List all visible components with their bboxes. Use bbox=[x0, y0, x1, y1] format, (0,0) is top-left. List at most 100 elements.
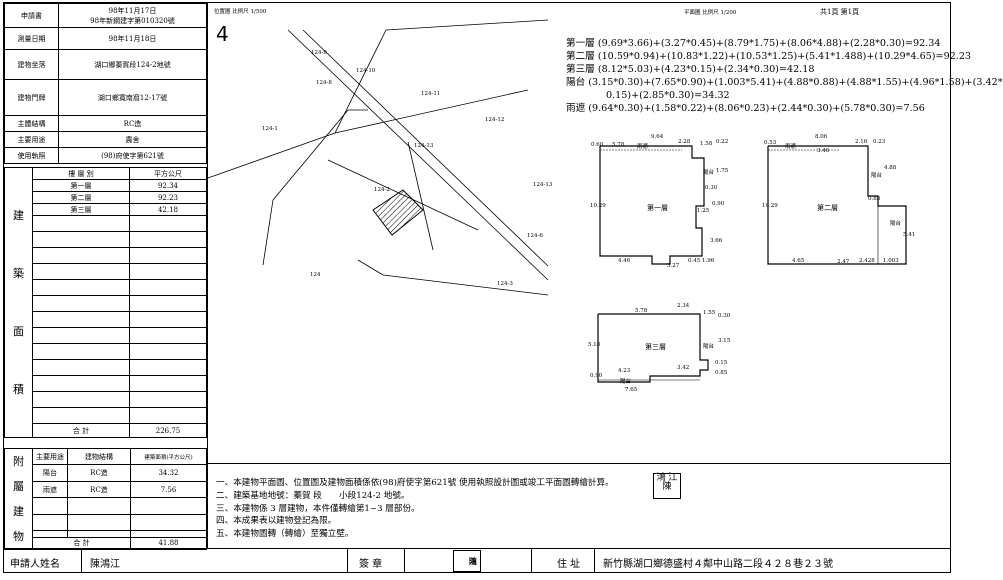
road-edge bbox=[287, 29, 549, 281]
col-area-header: 平方公尺 bbox=[129, 167, 207, 180]
calc-line: 0.15)+(2.85*0.30)=34.32 bbox=[606, 90, 730, 101]
parcel-label: 124-1 bbox=[262, 126, 278, 132]
dimension-label: 9.64 bbox=[651, 134, 664, 140]
address-label: 住 址 bbox=[557, 559, 581, 570]
parcel-boundary bbox=[334, 89, 529, 134]
dimension-label: 4.65 bbox=[792, 258, 805, 264]
dimension-label: 3.27 bbox=[667, 263, 680, 269]
dimension-label: 1.58 bbox=[700, 141, 713, 147]
calc-line: 陽台 (3.15*0.30)+(7.65*0.90)+(1.003*5.41)+… bbox=[566, 77, 1003, 88]
dimension-label: 1.55 bbox=[703, 310, 716, 316]
dimension-label: 0.30 bbox=[718, 313, 731, 319]
dimension-label: 3.15 bbox=[718, 338, 731, 344]
applicant-label: 申請人姓名 bbox=[10, 559, 60, 570]
dimension-label: 5.41 bbox=[903, 232, 916, 238]
area-total-label: 合 計 bbox=[32, 423, 130, 438]
floor2-plan bbox=[767, 145, 907, 265]
structure-label: 主體結構 bbox=[4, 115, 59, 132]
dimension-label: 2.428 bbox=[859, 258, 875, 264]
floor1-label: 第一層 bbox=[647, 204, 668, 212]
dimension-label: 5.18 bbox=[588, 342, 601, 348]
dimension-label: 0.53 bbox=[764, 140, 777, 146]
floor1-plan bbox=[599, 145, 705, 265]
note-line: 四、本成果表以建物登記為限。 bbox=[216, 516, 337, 527]
area-total: 226.75 bbox=[129, 423, 207, 438]
dimension-label: 2.47 bbox=[837, 259, 850, 265]
survey-date-label: 測量日期 bbox=[4, 27, 59, 50]
parcel-label: 124-13 bbox=[414, 143, 434, 149]
floor3-label: 第三層 bbox=[645, 343, 666, 351]
dimension-label: 1.25 bbox=[697, 208, 710, 214]
parcel-boundary bbox=[407, 141, 434, 251]
survey-sheet bbox=[3, 2, 951, 549]
left-panel-divider bbox=[207, 3, 208, 549]
dimension-label: 0.15 bbox=[715, 360, 728, 366]
road-edge bbox=[302, 29, 549, 267]
dimension-label: 陽台 bbox=[703, 344, 715, 350]
parcel-boundary bbox=[334, 29, 387, 134]
parcel-boundary bbox=[207, 132, 336, 179]
dimension-label: 4.23 bbox=[618, 368, 631, 374]
dimension-label: 0.45 bbox=[688, 258, 701, 264]
dimension-label: 1.75 bbox=[716, 168, 729, 174]
building-site-label: 建物坐落 bbox=[4, 49, 59, 80]
parcel-boundary bbox=[272, 109, 349, 201]
note-line: 一、本建物平面圖、位置圖及建物面積係依(98)府使字第621號 使用執照設計圖或… bbox=[216, 478, 614, 488]
dimension-label: 4.88 bbox=[884, 165, 897, 171]
parcel-boundary bbox=[357, 259, 384, 276]
dimension-label: 0.90 bbox=[590, 373, 603, 379]
dimension-label: 2.16 bbox=[855, 139, 868, 145]
calc-line: 第二層 (10.59*0.94)+(10.83*1.22)+(10.53*1.2… bbox=[566, 51, 972, 62]
attached-side-label: 附 屬 建 物 bbox=[4, 448, 33, 550]
dimension-label: 0.85 bbox=[715, 370, 728, 376]
parcel-label: 124-9 bbox=[311, 50, 327, 56]
dimension-label: 3.42 bbox=[677, 365, 690, 371]
area-calculations: 第一層 (9.69*3.66)+(3.27*0.45)+(8.79*1.75)+… bbox=[566, 37, 1003, 115]
calc-line: 第三層 (8.12*5.03)+(4.23*0.15)+(2.34*0.30)=… bbox=[566, 64, 815, 75]
parcel-label: 124-8 bbox=[316, 80, 332, 86]
parcel-boundary bbox=[385, 19, 549, 31]
dimension-label: 10.29 bbox=[590, 203, 606, 209]
dimension-label: 7.65 bbox=[625, 387, 638, 393]
dimension-label: 陽台 bbox=[620, 379, 632, 385]
floor2-label: 第二層 bbox=[817, 204, 838, 212]
dimension-label: 8.06 bbox=[815, 134, 828, 140]
application-cell: 98年11月17日 98年新鋼建字第010320號 bbox=[58, 3, 207, 28]
use-label: 主要用途 bbox=[4, 131, 59, 148]
parcel-label: 124 bbox=[310, 272, 321, 278]
address-value: 新竹縣湖口鄉德盛村４鄰中山路二段４２８巷２３號 bbox=[603, 559, 833, 570]
license-label: 使用執照 bbox=[4, 147, 59, 164]
note-line: 五、本建物圖轉（轉繪）至獨立壁。 bbox=[216, 529, 354, 540]
parcel-label: 124-10 bbox=[356, 68, 376, 74]
parcel-label: 124-12 bbox=[485, 117, 505, 123]
door-number: 湖口鄉寬南窩12-17號 bbox=[58, 79, 207, 116]
dimension-label: 雨遮 bbox=[785, 144, 797, 150]
notes-divider bbox=[207, 463, 951, 464]
col-use-header: 主要用途 bbox=[32, 447, 68, 466]
building-info-table: 申請書 98年11月17日 98年新鋼建字第010320號 測量日期 98年11… bbox=[4, 3, 207, 164]
col-attached-area-header: 建築面積(平方公尺) bbox=[130, 447, 207, 466]
dimension-label: 3.66 bbox=[710, 238, 723, 244]
dimension-label: 0.60 bbox=[591, 142, 604, 148]
dimension-label: 0.88 bbox=[868, 196, 881, 202]
parcel-label: 124-2 bbox=[374, 187, 390, 193]
dimension-label: 3.46 bbox=[817, 148, 830, 154]
floor3-plan bbox=[597, 313, 709, 383]
applicant-footer: 申請人姓名 陳鴻江 簽 章 鴻江陳 住 址 新竹縣湖口鄉德盛村４鄰中山路二段４２… bbox=[3, 549, 951, 573]
note-line: 二、建築基地地號：蓁賀 段 小段124-2 地號。 bbox=[216, 490, 410, 501]
dimension-label: 2.28 bbox=[678, 139, 691, 145]
note-line: 三、本建物係 3 層建物，本件僅轉繪第1~3 層部份。 bbox=[216, 503, 420, 514]
area-side-label: 建 築 面 積 bbox=[4, 167, 33, 438]
dimension-label: 雨遮 bbox=[637, 144, 649, 150]
survey-date: 98年11月18日 bbox=[58, 27, 207, 50]
dimension-label: 0.23 bbox=[873, 139, 886, 145]
col-structure-header: 建物結構 bbox=[67, 447, 131, 466]
attached-total-label: 合 計 bbox=[32, 536, 131, 551]
license-value: (98)府使字第621號 bbox=[58, 147, 207, 164]
dimension-label: 1.96 bbox=[702, 258, 715, 264]
col-floor-header: 樓 層 別 bbox=[32, 167, 130, 180]
